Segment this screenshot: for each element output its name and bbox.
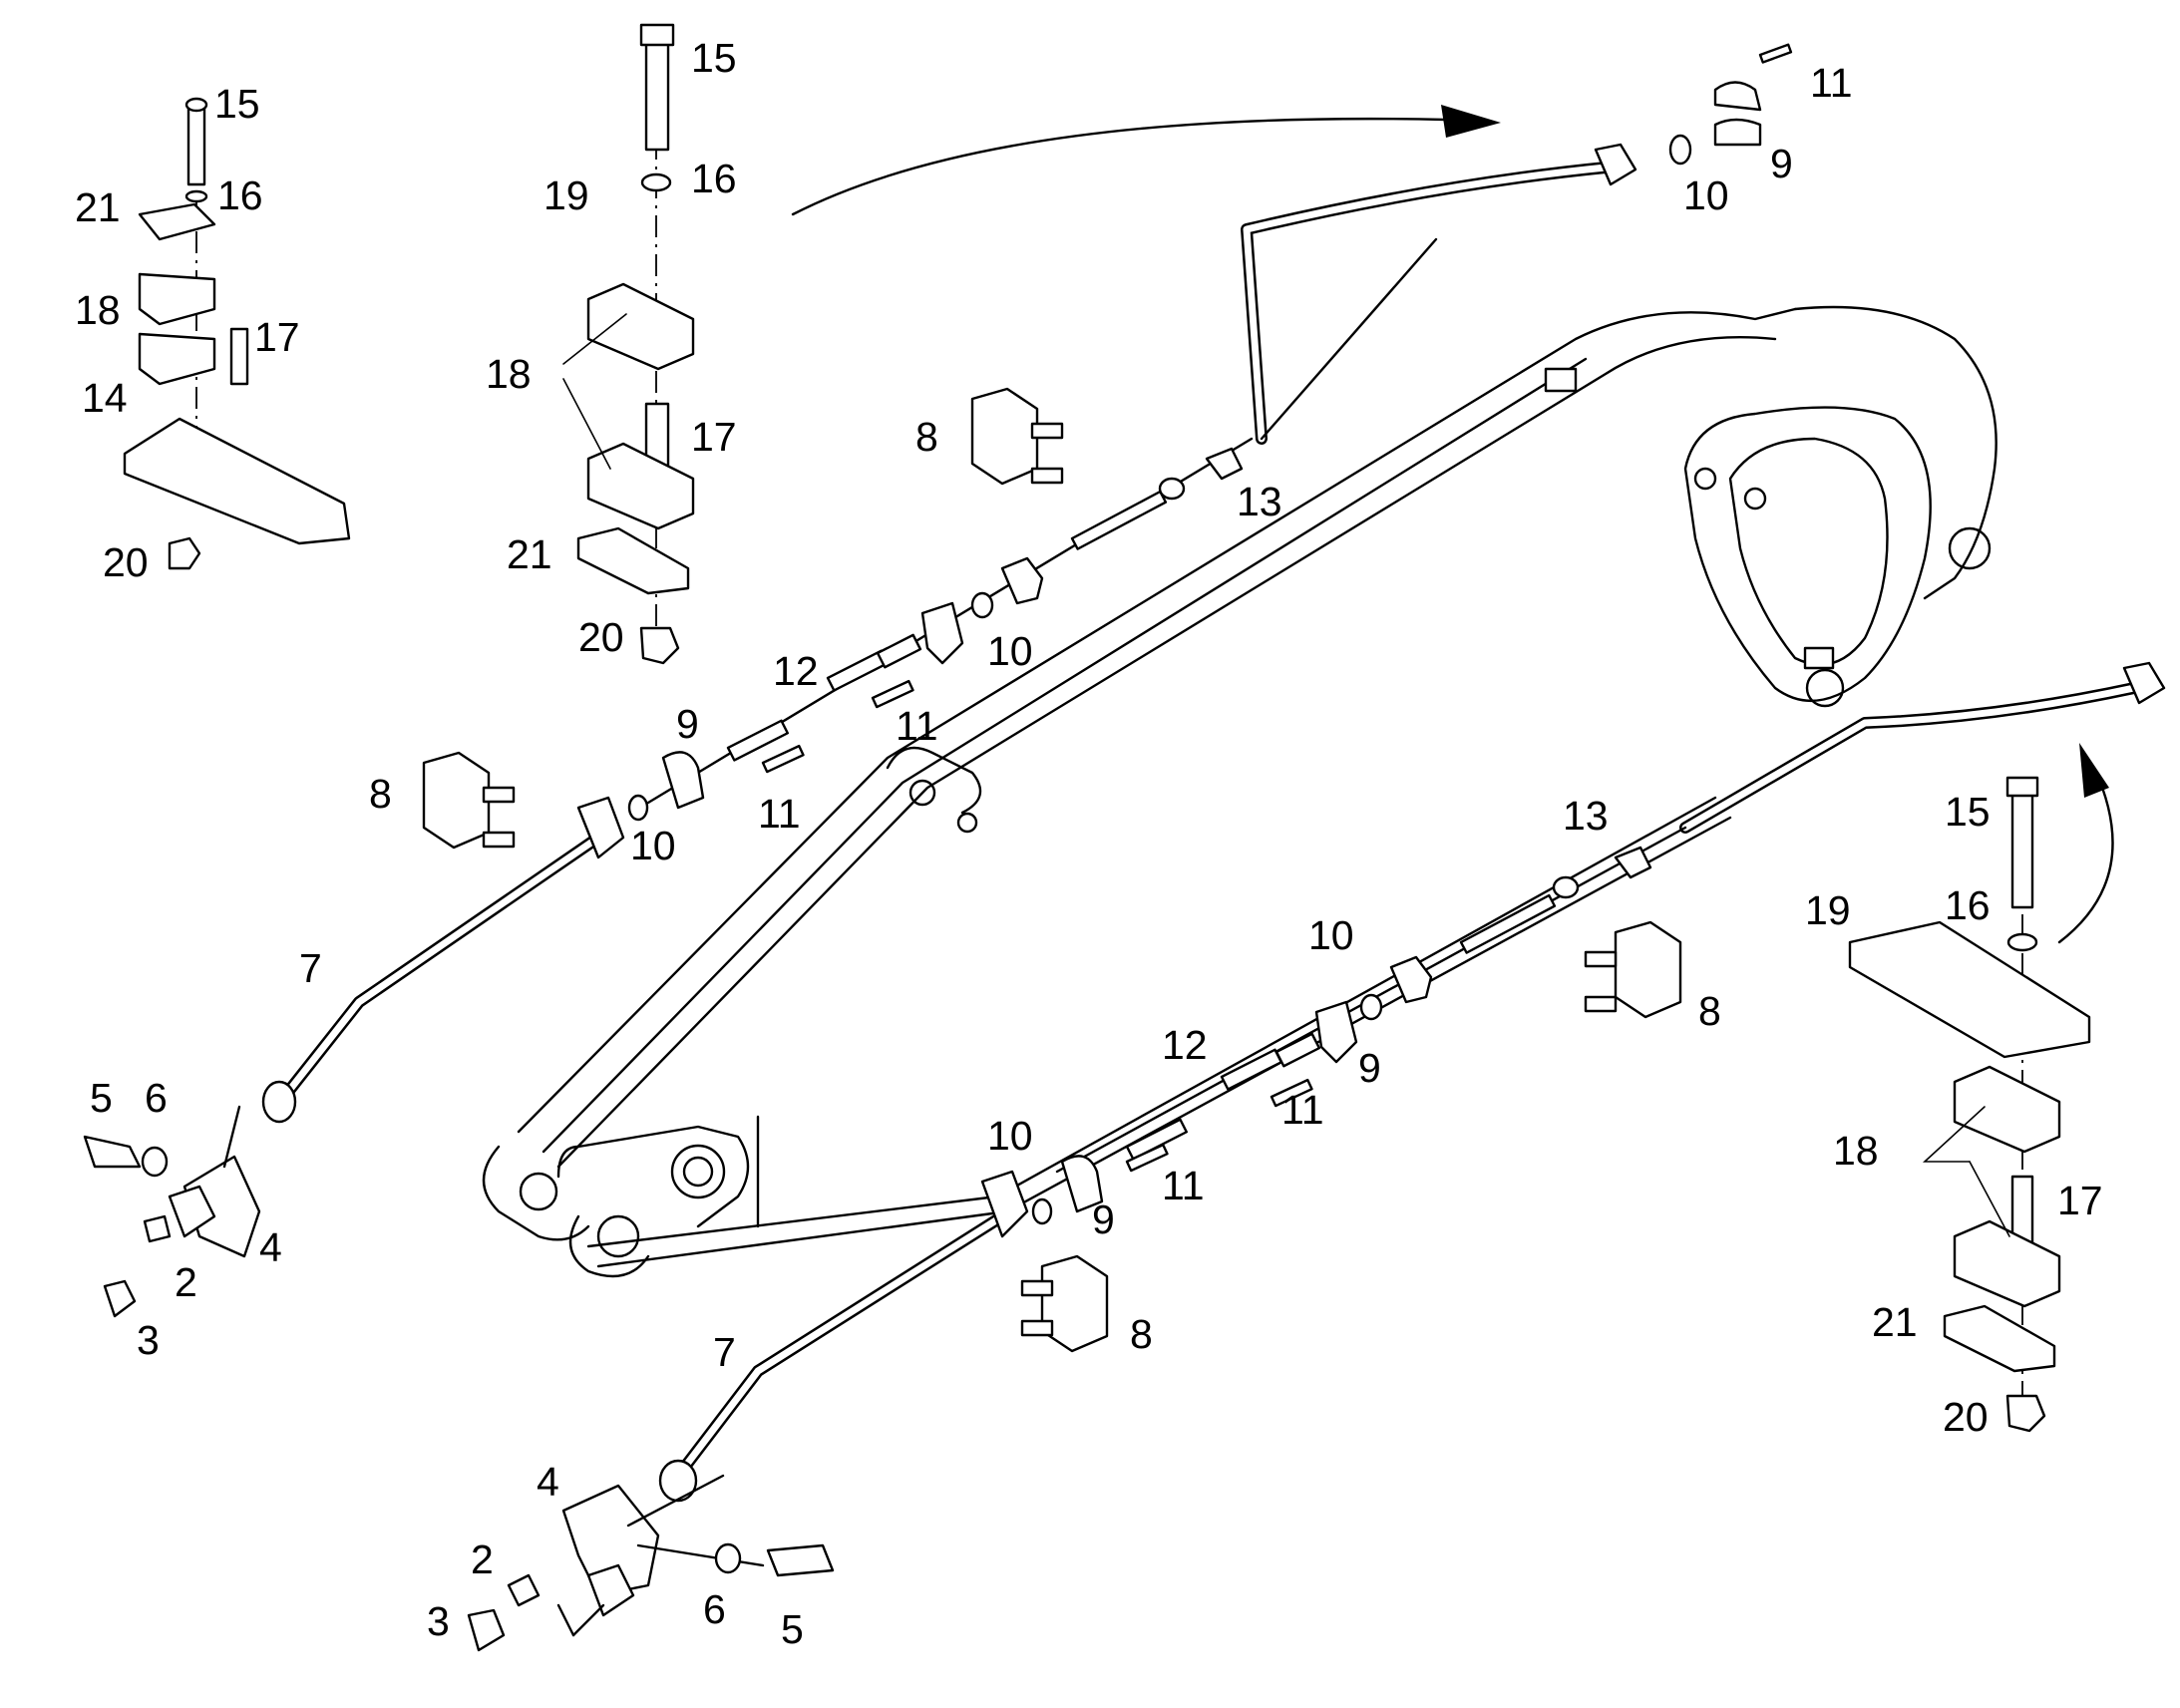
callout-11: 11: [1810, 60, 1853, 106]
callout-12: 12: [773, 648, 819, 694]
callout-18: 18: [486, 351, 532, 397]
callout-15: 15: [1945, 789, 1991, 835]
callout-11: 11: [758, 791, 801, 837]
callout-19: 19: [544, 172, 589, 218]
callout-2: 2: [471, 1537, 494, 1582]
valve-group-bottom: [467, 1474, 835, 1652]
callout-10: 10: [987, 628, 1033, 674]
callout-16: 16: [217, 172, 263, 218]
callout-10: 10: [630, 823, 676, 868]
callout-17: 17: [254, 314, 300, 360]
callout-20: 20: [103, 539, 149, 585]
callout-6: 6: [145, 1075, 168, 1121]
fitting-chain-lower: [1031, 826, 1687, 1225]
bracket-8-left: [422, 751, 516, 850]
clamp-assembly-top-left: [123, 97, 351, 570]
callout-4: 4: [259, 1224, 282, 1270]
callout-18: 18: [75, 287, 121, 333]
callout-20: 20: [1943, 1394, 1989, 1440]
leader-lines: [562, 313, 2010, 1237]
callout-9: 9: [676, 701, 699, 747]
callout-19: 19: [1805, 887, 1851, 933]
left-pipe-7: [261, 796, 625, 1124]
callout-9: 9: [1770, 141, 1793, 186]
callout-21: 21: [75, 184, 121, 230]
callout-11: 11: [1162, 1163, 1205, 1208]
callout-5: 5: [781, 1606, 804, 1652]
callout-8: 8: [369, 771, 392, 817]
callout-12: 12: [1162, 1022, 1208, 1068]
callout-11: 11: [896, 703, 938, 749]
callout-4: 4: [537, 1459, 559, 1505]
callout-10: 10: [1683, 172, 1729, 218]
lower-right-pipe-line: [1679, 661, 2166, 834]
callout-8: 8: [1698, 988, 1721, 1034]
callout-13: 13: [1563, 793, 1609, 839]
flow-arrow-right: [2057, 743, 2114, 944]
callout-10: 10: [987, 1113, 1033, 1159]
callout-15: 15: [691, 35, 737, 81]
valve-group-left: [83, 1105, 261, 1318]
callout-21: 21: [1872, 1299, 1918, 1345]
callout-16: 16: [1945, 882, 1991, 928]
callout-17: 17: [2057, 1178, 2103, 1223]
callout-3: 3: [427, 1598, 450, 1644]
callout-16: 16: [691, 156, 737, 201]
upper-pipe-line: [1241, 143, 1637, 445]
callout-15: 15: [214, 81, 260, 127]
callout-labels: 15 16 21 18 17 14 20 15 19 16 18 17 21 2…: [75, 35, 2103, 1652]
callout-3: 3: [137, 1317, 160, 1363]
callout-13: 13: [1237, 479, 1282, 524]
callout-9: 9: [1092, 1196, 1115, 1242]
callout-18: 18: [1833, 1128, 1879, 1174]
callout-7: 7: [299, 945, 322, 991]
flange-half-clamp-top: [1668, 43, 1793, 166]
clamp-assembly-right: [1848, 776, 2091, 1433]
fitting-chain-upper: [627, 437, 1254, 822]
callout-7: 7: [713, 1329, 736, 1375]
callout-9: 9: [1358, 1045, 1381, 1091]
callout-21: 21: [507, 531, 552, 577]
callout-5: 5: [90, 1075, 113, 1121]
bracket-8-right: [1584, 920, 1682, 1019]
callout-8: 8: [915, 414, 938, 460]
callout-14: 14: [82, 375, 128, 421]
callout-6: 6: [703, 1586, 726, 1632]
callout-20: 20: [578, 614, 624, 660]
callout-11: 11: [1281, 1087, 1324, 1133]
callout-8: 8: [1130, 1311, 1153, 1357]
callout-10: 10: [1308, 912, 1354, 958]
flow-arrow-top: [791, 105, 1501, 216]
clamp-assembly-top-center: [576, 23, 695, 665]
bracket-8-upper: [970, 387, 1064, 486]
callout-17: 17: [691, 414, 737, 460]
bracket-8-bottom: [1020, 1254, 1109, 1353]
callout-2: 2: [175, 1259, 197, 1305]
